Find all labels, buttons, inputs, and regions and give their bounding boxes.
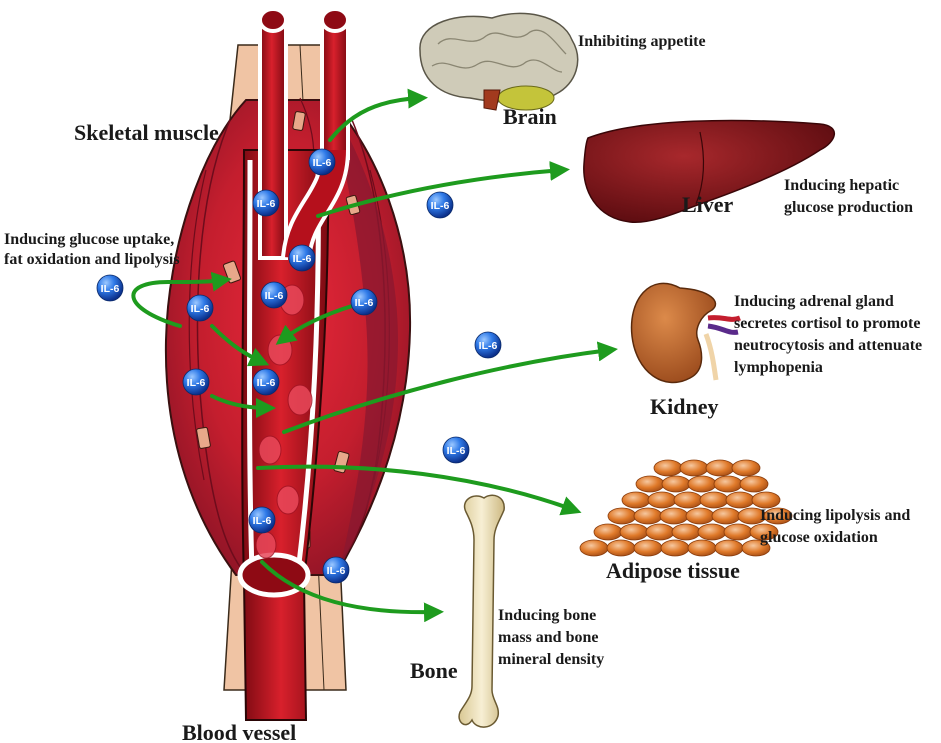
fat-cell [699, 491, 729, 509]
fat-cell [619, 523, 649, 541]
arrow-to-bone [260, 560, 444, 623]
il6-molecule-label: IL-6 [479, 340, 498, 352]
il6-molecule-label: IL-6 [191, 303, 210, 315]
fat-cell [731, 459, 761, 477]
il6-molecule: IL-6 [96, 274, 124, 302]
fat-cell [714, 539, 744, 557]
fat-cell [659, 507, 689, 525]
il6-molecule-label: IL-6 [355, 297, 374, 309]
fat-cell [606, 539, 636, 557]
labels: Skeletal muscle Blood vessel Brain Liver… [4, 33, 926, 743]
caption-adipose: Inducing lipolysis and glucose oxidation [760, 507, 914, 546]
il6-molecule-label: IL-6 [257, 198, 276, 210]
label-blood-vessel: Blood vessel [182, 720, 296, 743]
fat-cell [687, 539, 717, 557]
fat-cell [711, 507, 741, 525]
il6-molecule-label: IL-6 [327, 565, 346, 577]
il6-molecule: IL-6 [252, 368, 280, 396]
il6-molecule-label: IL-6 [257, 377, 276, 389]
il6-molecule-label: IL-6 [293, 253, 312, 265]
il6-molecule: IL-6 [308, 148, 336, 176]
fat-cell [749, 523, 779, 541]
il6-molecule: IL-6 [248, 506, 276, 534]
fat-cell [633, 539, 663, 557]
arrow-to-brain [328, 88, 428, 142]
fat-cell [673, 491, 703, 509]
il6-molecule: IL-6 [322, 556, 350, 584]
fat-cell [671, 523, 701, 541]
kidney-illustration [630, 282, 741, 384]
fat-cell [647, 491, 677, 509]
adipose-tissue-illustration [579, 459, 793, 557]
il6-molecule: IL-6 [252, 189, 280, 217]
bone-illustration [458, 494, 505, 728]
fat-cell [633, 507, 663, 525]
caption-brain: Inhibiting appetite [578, 33, 706, 50]
fat-cell [763, 507, 793, 525]
arrow-muscle-loop [131, 271, 232, 328]
arrow-to-adipose [256, 464, 582, 516]
fat-cell [579, 539, 609, 557]
il6-molecule-label: IL-6 [101, 283, 120, 295]
fat-cell [705, 459, 735, 477]
fat-cell [661, 475, 691, 493]
fat-cell [741, 539, 771, 557]
il6-molecule: IL-6 [426, 191, 454, 219]
il6-molecule-label: IL-6 [447, 445, 466, 457]
il6-molecule-label: IL-6 [431, 200, 450, 212]
label-kidney: Kidney [650, 394, 718, 419]
fat-cell [725, 491, 755, 509]
arrow-from-right [275, 304, 354, 345]
fat-cell [653, 459, 683, 477]
il6-molecule: IL-6 [288, 244, 316, 272]
arrow-loop-down [210, 324, 270, 367]
fat-cell [593, 523, 623, 541]
il6-molecule-label: IL-6 [187, 377, 206, 389]
fat-cell [635, 475, 665, 493]
il6-molecule-label: IL-6 [265, 290, 284, 302]
il6-molecule: IL-6 [260, 281, 288, 309]
il6-molecule-label: IL-6 [313, 157, 332, 169]
caption-liver: Inducing hepatic glucose production [784, 177, 913, 216]
label-skeletal-muscle: Skeletal muscle [74, 120, 219, 145]
skeletal-muscle [164, 7, 412, 721]
liver-illustration [583, 119, 835, 223]
fat-cell [645, 523, 675, 541]
arrows [131, 88, 618, 623]
fat-cell [751, 491, 781, 509]
il6-molecule: IL-6 [442, 436, 470, 464]
arrow-to-liver [316, 160, 570, 218]
fat-cell [621, 491, 651, 509]
il6-molecule: IL-6 [474, 331, 502, 359]
fat-cell [685, 507, 715, 525]
vessel-top-left [258, 16, 288, 260]
brain-illustration [419, 12, 579, 111]
arrow-mid-down [210, 394, 276, 418]
label-adipose-tissue: Adipose tissue [606, 558, 740, 583]
caption-kidney: Inducing adrenal gland secretes cortisol… [734, 293, 926, 376]
fat-cell [607, 507, 637, 525]
fat-cell [660, 539, 690, 557]
fat-cell [697, 523, 727, 541]
caption-muscle: Inducing glucose uptake, fat oxidation a… [4, 231, 180, 268]
fat-cell [679, 459, 709, 477]
fat-cell [739, 475, 769, 493]
il6-molecule: IL-6 [182, 368, 210, 396]
label-liver: Liver [682, 192, 734, 217]
il6-molecule: IL-6 [350, 288, 378, 316]
fat-cell [687, 475, 717, 493]
fat-cell [723, 523, 753, 541]
arrow-to-kidney [282, 341, 618, 434]
il6-molecule-label: IL-6 [253, 515, 272, 527]
label-brain: Brain [503, 104, 557, 129]
fat-cell [713, 475, 743, 493]
il6-molecule: IL-6 [186, 294, 214, 322]
caption-bone: Inducing bone mass and bone mineral dens… [498, 607, 604, 668]
label-bone: Bone [410, 658, 458, 683]
